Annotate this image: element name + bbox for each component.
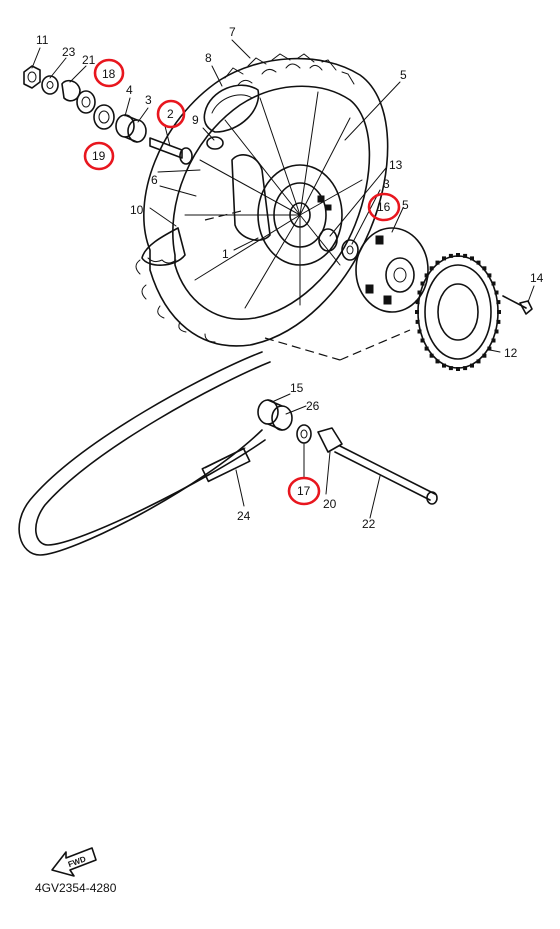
sprocket-tooth (496, 319, 501, 324)
callout-6: 6 (151, 173, 158, 187)
sprocket-bolt (502, 295, 533, 315)
callout-2: 2 (167, 107, 174, 121)
callout-3-left: 3 (145, 93, 152, 107)
axle-adjuster-parts (257, 399, 438, 505)
sprocket-tooth (420, 338, 425, 343)
sprocket-tooth (482, 266, 487, 271)
sprocket-tooth (491, 281, 496, 286)
callout-21: 21 (82, 53, 96, 67)
wheel-spokes (184, 91, 363, 309)
callout-16: 16 (377, 200, 391, 214)
callout-26: 26 (306, 399, 320, 413)
sprocket-tooth (442, 363, 446, 368)
sprocket-tooth (494, 329, 499, 334)
callout-8: 8 (205, 51, 212, 65)
callout-19: 19 (92, 149, 106, 163)
callout-17: 17 (297, 484, 311, 498)
callout-15: 15 (290, 381, 304, 395)
callout-4: 4 (126, 83, 133, 97)
sprocket-tooth (417, 290, 422, 295)
sprocket-tooth (476, 359, 481, 364)
highlight-ring-2 (156, 99, 186, 129)
callout-1: 1 (222, 247, 229, 261)
inner-tube (203, 84, 260, 133)
forward-arrow-icon: FWD (51, 847, 97, 877)
callout-labels: 11 23 21 18 19 4 3 2 7 8 5 9 6 10 1 13 3… (36, 25, 544, 531)
callout-18: 18 (102, 67, 116, 81)
callout-14: 14 (530, 271, 544, 285)
callout-5-hub: 5 (402, 198, 409, 212)
sprocket-tooth (435, 359, 440, 364)
sprocket-tooth (435, 260, 440, 265)
drive-chain (18, 351, 271, 556)
sprocket-tooth (429, 353, 434, 358)
sprocket-tooth (415, 310, 419, 314)
sprocket-tooth (463, 253, 468, 258)
sprocket-tooth (415, 319, 420, 324)
rear-hub (231, 154, 343, 266)
callout-20: 20 (323, 497, 337, 511)
sprocket-tooth (448, 253, 453, 258)
callout-11: 11 (36, 33, 49, 47)
callout-13: 13 (389, 158, 403, 172)
rear-tire (135, 53, 389, 347)
sprocket-tooth (417, 329, 422, 334)
sprocket-tooth (496, 300, 501, 305)
sprocket-tooth (420, 281, 425, 286)
callout-22: 22 (362, 517, 376, 531)
callout-24: 24 (237, 509, 251, 523)
sprocket-tooth (448, 366, 453, 371)
sprocket-tooth (424, 273, 429, 278)
right-hub-parts (318, 227, 429, 313)
callout-3-right: 3 (383, 177, 390, 191)
sprocket-tooth (415, 300, 420, 305)
callout-5-tire: 5 (400, 68, 407, 82)
leader-lines (31, 39, 535, 519)
sprocket-tooth (429, 266, 434, 271)
callout-12: 12 (504, 346, 518, 360)
sprocket-tooth (470, 363, 474, 368)
highlight-ring-19 (83, 141, 115, 171)
highlight-ring-18 (93, 58, 125, 88)
rear-sprocket (415, 253, 501, 371)
sprocket-tooth (456, 367, 460, 371)
highlight-rings (83, 58, 401, 506)
sprocket-tooth (494, 290, 499, 295)
sprocket-tooth (491, 338, 496, 343)
callout-9: 9 (192, 113, 199, 127)
sprocket-tooth (456, 253, 460, 257)
sprocket-tooth (487, 273, 492, 278)
left-axle-stack (23, 65, 193, 165)
sprocket-tooth (424, 346, 429, 351)
callout-23: 23 (62, 45, 76, 59)
sprocket-tooth (463, 366, 468, 371)
highlight-ring-17 (287, 476, 321, 506)
alignment-lines (204, 209, 411, 361)
sprocket-tooth (442, 256, 446, 261)
sprocket-tooth (487, 346, 492, 351)
callout-7: 7 (229, 25, 236, 39)
highlight-ring-16 (367, 192, 401, 222)
valve-and-band (141, 136, 224, 266)
sprocket-tooth (470, 256, 474, 261)
sprocket-tooth (476, 260, 481, 265)
callout-10: 10 (130, 203, 144, 217)
sprocket-tooth (482, 353, 487, 358)
figure-code: 4GV2354-4280 (35, 881, 117, 895)
sprocket-tooth (497, 310, 501, 314)
